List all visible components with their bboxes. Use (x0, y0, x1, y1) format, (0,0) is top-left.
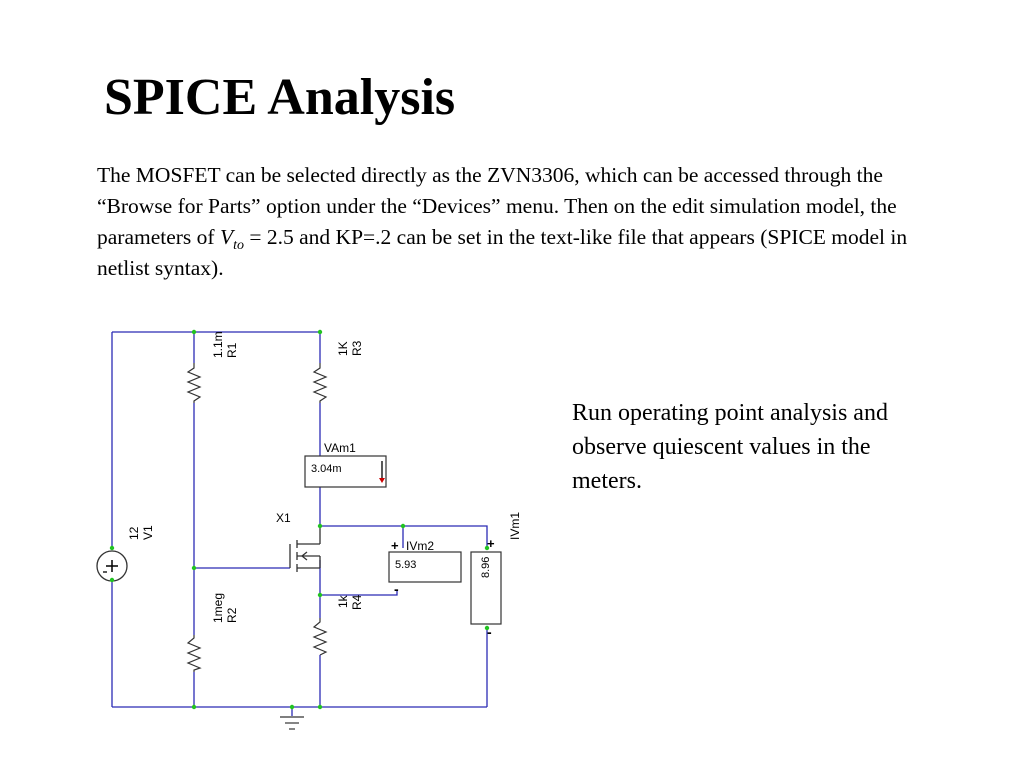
side-note: Run operating point analysis and observe… (572, 400, 888, 494)
r2-name-label: R2 (225, 607, 239, 623)
ivm2-value: 5.93 (395, 559, 416, 571)
ammeter-vam1 (304, 455, 387, 488)
ivm1-minus-sign: - (487, 624, 492, 640)
wires (111, 331, 488, 716)
v1-name-label: V1 (141, 525, 155, 540)
r4-resistor (312, 618, 328, 656)
r2-resistor (186, 635, 202, 672)
slide-title: SPICE Analysis (104, 69, 456, 126)
ammeter-name-label: VAm1 (324, 441, 356, 455)
r4-value-label: 1k (336, 594, 350, 608)
r2-value-label: 1meg (211, 593, 225, 623)
v1-value-label: 12 (127, 526, 141, 540)
r1-resistor (186, 363, 202, 403)
v1-source (96, 550, 128, 582)
description-part1: The MOSFET can be selected directly as t… (97, 163, 897, 249)
wire-drain-node (320, 525, 488, 548)
mosfet-x1 (289, 526, 321, 572)
vto-subscript: to (233, 238, 244, 253)
r4-name-label: R4 (350, 594, 364, 610)
r3-value-label: 1K (336, 341, 350, 356)
ivm2-plus-sign: + (391, 538, 399, 553)
ivm1-value: 8.96 (480, 557, 492, 578)
ivm2-name-label: IVm2 (406, 539, 434, 553)
wire-source-node (319, 560, 398, 596)
vto-variable: V (219, 225, 234, 249)
description-paragraph: The MOSFET can be selected directly as t… (97, 160, 927, 284)
r3-name-label: R3 (350, 340, 364, 356)
node-dots (109, 329, 490, 710)
ivm1-name-label: IVm1 (508, 512, 522, 540)
mosfet-name-label: X1 (276, 511, 291, 525)
r1-value-label: 1.1m (211, 331, 225, 358)
ivm1-plus-sign: + (487, 536, 495, 551)
ammeter-value: 3.04m (311, 463, 342, 475)
voltmeter-ivm2 (388, 551, 462, 583)
ground-symbol (280, 716, 304, 730)
ivm2-minus-sign: - (394, 581, 399, 597)
description-part2: = 2.5 and KP=.2 can be set in the text-l… (97, 225, 908, 280)
r3-resistor (312, 363, 328, 403)
voltmeter-ivm1 (470, 551, 502, 625)
r1-name-label: R1 (225, 342, 239, 358)
